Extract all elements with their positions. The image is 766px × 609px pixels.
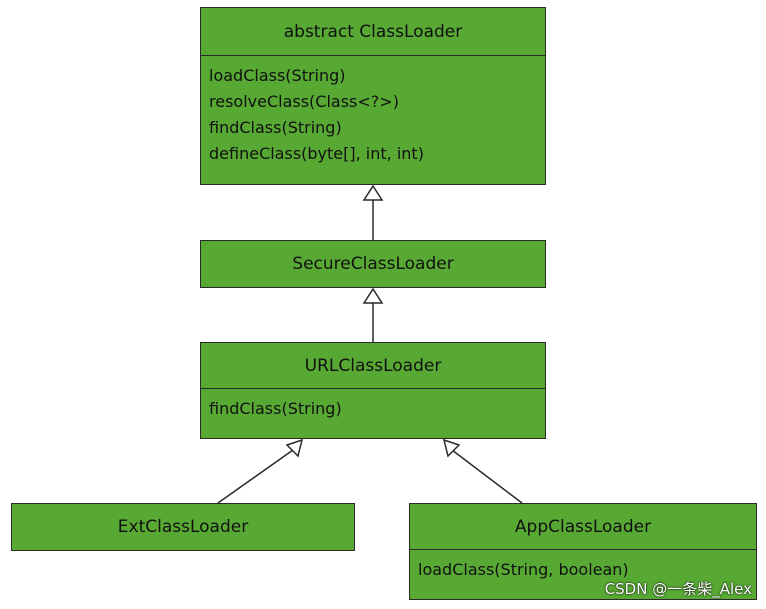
edge-app-to-url bbox=[451, 449, 523, 504]
method-item: defineClass(byte[], int, int) bbox=[209, 144, 424, 163]
class-name: abstract ClassLoader bbox=[283, 21, 463, 42]
class-box-abstract-classloader: abstract ClassLoader loadClass(String) r… bbox=[200, 7, 546, 185]
edge-ext-to-url bbox=[217, 449, 294, 504]
class-name: AppClassLoader bbox=[514, 516, 652, 537]
class-divider bbox=[201, 55, 545, 56]
class-divider bbox=[410, 549, 756, 550]
method-item: resolveClass(Class<?>) bbox=[209, 92, 399, 111]
edge-secure-to-abstract-arrowhead bbox=[362, 184, 384, 201]
class-name: SecureClassLoader bbox=[292, 253, 454, 274]
edge-app-to-url-arrowhead bbox=[442, 438, 461, 458]
class-box-url-classloader: URLClassLoader findClass(String) bbox=[200, 342, 546, 439]
method-list: loadClass(String) resolveClass(Class<?>)… bbox=[201, 56, 545, 167]
method-list: findClass(String) bbox=[201, 389, 545, 422]
method-item: findClass(String) bbox=[209, 118, 342, 137]
method-item: findClass(String) bbox=[209, 399, 342, 418]
method-item: loadClass(String, boolean) bbox=[418, 560, 629, 579]
class-box-ext-classloader: ExtClassLoader bbox=[11, 503, 355, 551]
edge-ext-to-url-arrowhead bbox=[285, 438, 304, 458]
class-box-app-classloader: AppClassLoader loadClass(String, boolean… bbox=[409, 503, 757, 600]
class-divider bbox=[201, 388, 545, 389]
class-name: URLClassLoader bbox=[304, 355, 442, 376]
watermark-text: CSDN @一条柴_Alex bbox=[604, 580, 752, 598]
class-box-secure-classloader: SecureClassLoader bbox=[200, 240, 546, 288]
edge-url-to-secure-arrowhead bbox=[362, 287, 384, 304]
class-name: ExtClassLoader bbox=[117, 516, 249, 537]
method-list: loadClass(String, boolean) bbox=[410, 550, 756, 583]
method-item: loadClass(String) bbox=[209, 66, 346, 85]
